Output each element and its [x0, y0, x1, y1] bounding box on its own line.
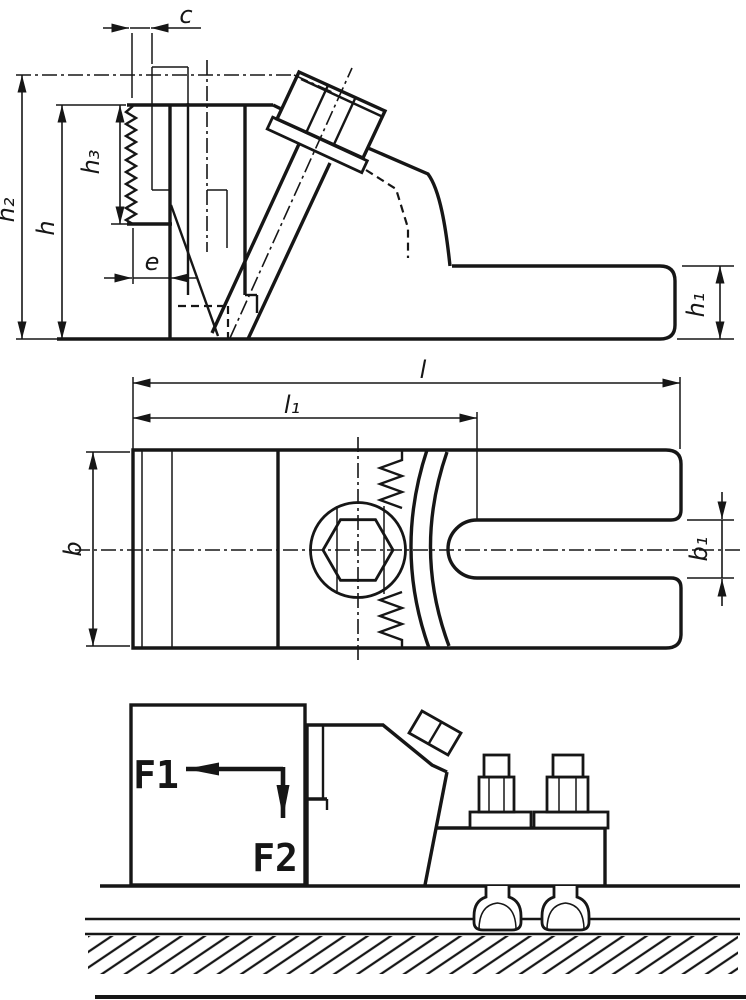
hidden-plunger — [365, 169, 410, 258]
application-force-view: F1 F2 — [85, 703, 740, 974]
washer-plate-2 — [532, 810, 610, 830]
plan-body-outline — [131, 448, 683, 650]
dim-label-h1: h₁ — [682, 293, 710, 318]
clamp-incline-surface — [272, 103, 452, 267]
bolt-head-chamfer — [300, 77, 382, 118]
washer-plate-1 — [468, 810, 533, 830]
clamp3-wedge-edge — [423, 771, 449, 886]
bolt-shank-right — [246, 162, 332, 340]
bolt-axis-centerline — [229, 67, 353, 339]
bolt-head-facet-2 — [305, 84, 330, 133]
dim-label-h: h — [32, 220, 60, 235]
dim-label-h3: h₃ — [77, 150, 105, 175]
bolt-shank-left — [210, 143, 301, 334]
force-label-f1: F1 — [133, 753, 179, 797]
crescent-outer — [409, 449, 431, 649]
hex-bolt-2 — [545, 753, 590, 814]
dim-label-l1: l₁ — [284, 391, 300, 419]
height-ref-bend — [293, 74, 333, 93]
dim-label-b1: b₁ — [685, 537, 713, 562]
force-label-f2: F2 — [252, 836, 298, 880]
dim-label-l: l — [420, 356, 427, 384]
clamp3-front — [305, 723, 448, 885]
serration-top — [376, 450, 406, 510]
plan-view: l l₁ b b₁ — [59, 356, 740, 660]
clamp-body-outline — [57, 264, 677, 341]
notch-incline — [169, 204, 220, 337]
dim-label-e: e — [145, 248, 160, 276]
workpiece — [129, 703, 307, 887]
hex-bolt-1 — [477, 753, 516, 814]
serration-bottom — [376, 590, 406, 648]
t-nut-1 — [472, 886, 523, 932]
dim-label-h2: h₂ — [0, 197, 20, 222]
hatching — [88, 936, 738, 974]
side-elevation-view: c h₂ h h₃ e h₁ — [0, 1, 734, 341]
t-nut-2 — [540, 884, 591, 932]
dim-label-c: c — [179, 1, 192, 29]
dim-label-b: b — [59, 541, 87, 556]
crescent-inner — [428, 451, 451, 647]
bolt-head-facet-1 — [332, 96, 357, 146]
page-bottom-edge — [95, 995, 746, 999]
clamp3-bolt-facet — [427, 721, 443, 745]
threaded-rod-thread — [123, 105, 139, 226]
